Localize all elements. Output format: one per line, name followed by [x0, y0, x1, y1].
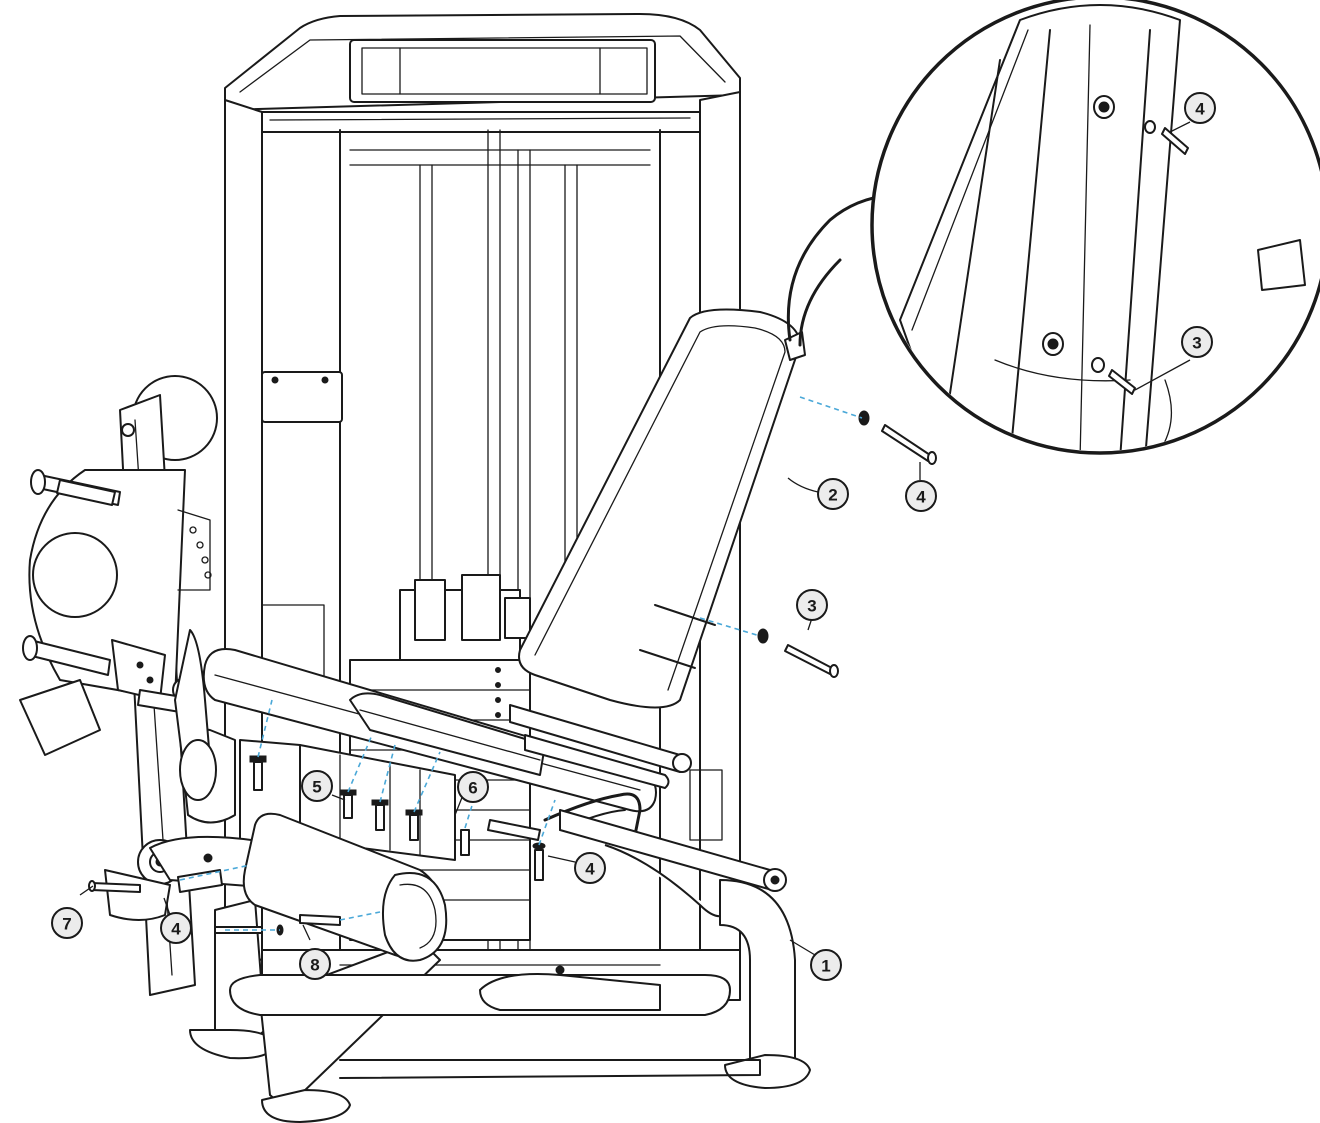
leg-extension-arm [19, 375, 448, 996]
callout-1: 1 [810, 949, 842, 981]
leader-lines [79, 121, 1191, 956]
svg-text:3: 3 [1192, 334, 1201, 353]
svg-text:5: 5 [312, 778, 321, 797]
svg-text:4: 4 [171, 920, 181, 939]
svg-text:7: 7 [62, 915, 71, 934]
callout-4-back-pad: 4 [905, 480, 937, 512]
callout-7: 7 [51, 907, 83, 939]
svg-text:4: 4 [585, 860, 595, 879]
svg-text:4: 4 [1195, 100, 1205, 119]
svg-text:1: 1 [821, 957, 830, 976]
svg-text:6: 6 [468, 779, 477, 798]
svg-text:4: 4 [916, 488, 926, 507]
base-frame [189, 879, 811, 1123]
detail-view [786, 0, 1320, 455]
callout-4-seat: 4 [574, 852, 606, 884]
callout-5: 5 [301, 770, 333, 802]
callout-4-detail: 4 [1184, 92, 1216, 124]
svg-text:3: 3 [807, 597, 816, 616]
callouts: 1 2 3 3 4 4 4 4 [51, 92, 1216, 981]
callout-4-arm: 4 [160, 912, 192, 944]
callout-6: 6 [457, 771, 489, 803]
callout-2: 2 [817, 478, 849, 510]
callout-3-detail: 3 [1181, 326, 1213, 358]
svg-text:2: 2 [828, 486, 837, 505]
callout-8: 8 [299, 948, 331, 980]
svg-text:8: 8 [310, 956, 319, 975]
callout-3-back-pad: 3 [796, 589, 828, 621]
back-pad [518, 308, 806, 709]
